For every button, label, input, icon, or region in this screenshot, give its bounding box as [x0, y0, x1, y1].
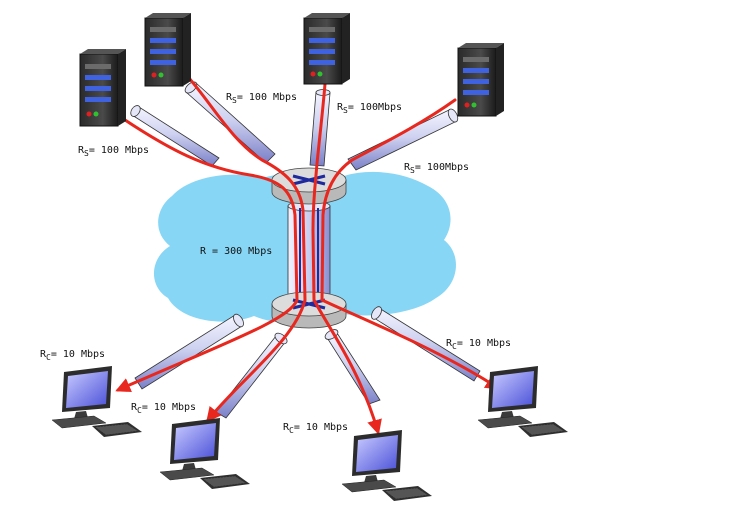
client-rate-label: RC= 10 Mbps: [283, 422, 349, 435]
flow-line: [115, 116, 299, 393]
server-icon: [79, 49, 126, 127]
flow-line: [180, 68, 307, 423]
server-rate-label: RS= 100 Mbps: [78, 145, 150, 158]
server-icon: [303, 13, 350, 85]
server-icon: [457, 43, 504, 117]
server-icon: [144, 13, 191, 87]
computer-icon: [159, 418, 250, 489]
flow-line: [320, 98, 501, 390]
computer-icon: [477, 366, 568, 437]
server-rate-label: RS= 100Mbps: [337, 102, 403, 115]
router-top: [271, 167, 347, 205]
client-link-1: [134, 313, 244, 390]
client-rate-label: RC= 10 Mbps: [446, 338, 512, 351]
client-rate-label: RC= 10 Mbps: [40, 349, 106, 362]
client-rate-label: RC= 10 Mbps: [131, 402, 197, 415]
server-rate-label: RS= 100 Mbps: [226, 92, 298, 105]
data-flows: [115, 68, 501, 435]
server-link-4: [347, 108, 459, 171]
flow-line: [311, 82, 382, 435]
server-link-1: [130, 105, 220, 167]
computer-icon: [341, 430, 432, 501]
router-bottom: [271, 291, 347, 329]
backbone-rate-label: R = 300 Mbps: [200, 246, 273, 257]
server-rate-label: RS= 100Mbps: [404, 162, 470, 175]
computer-icon: [51, 366, 142, 437]
